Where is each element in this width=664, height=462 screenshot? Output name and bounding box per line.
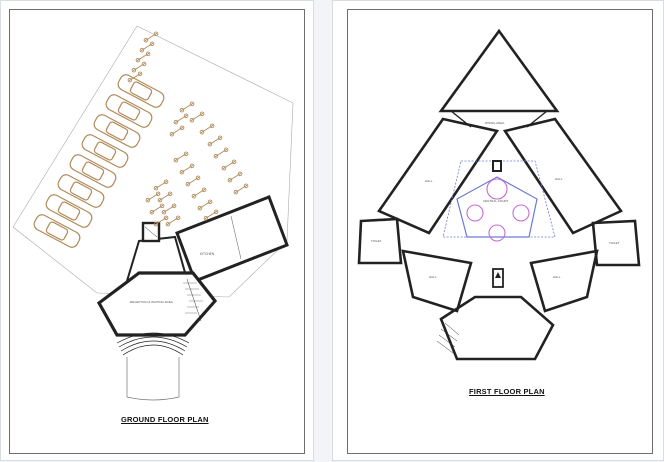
label-right-wing: HALL bbox=[555, 177, 563, 181]
bike-icon bbox=[233, 183, 249, 195]
car-icon bbox=[117, 74, 165, 108]
right-wing bbox=[502, 117, 623, 235]
bike-icon bbox=[149, 203, 165, 215]
lower-right-hall bbox=[529, 249, 599, 313]
label-right-toilet: TOILET bbox=[609, 241, 620, 245]
bike-icon bbox=[203, 209, 219, 221]
bike-icon bbox=[185, 175, 201, 187]
north-arrow-icon bbox=[492, 268, 504, 288]
bike-icon bbox=[161, 203, 177, 215]
bike-icon bbox=[143, 31, 159, 43]
entrance-steps bbox=[116, 332, 190, 356]
bike-icon bbox=[153, 215, 169, 227]
car-icon bbox=[81, 134, 129, 168]
car-icon bbox=[105, 94, 153, 128]
first-floor-title: FIRST FLOOR PLAN bbox=[469, 387, 545, 396]
ground-sheet-frame bbox=[9, 9, 305, 454]
bike-icon bbox=[169, 125, 185, 137]
left-wing bbox=[377, 117, 500, 235]
first-floor-plan-drawing bbox=[357, 28, 641, 361]
bottom-room bbox=[439, 295, 555, 361]
lower-left-hall bbox=[401, 249, 473, 313]
label-left-toilet: TOILET bbox=[371, 239, 382, 243]
bike-icon bbox=[135, 51, 151, 63]
bike-icon bbox=[191, 187, 207, 199]
bike-icon bbox=[199, 123, 215, 135]
bike-icon bbox=[197, 199, 213, 211]
label-kitchen: KITCHEN bbox=[200, 252, 214, 256]
label-center: CENTRAL COURT bbox=[483, 199, 509, 203]
car-icon bbox=[45, 194, 93, 228]
ground-floor-title: GROUND FLOOR PLAN bbox=[121, 415, 209, 424]
bike-icon bbox=[207, 135, 223, 147]
bike-icon bbox=[221, 159, 237, 171]
bike-icon bbox=[173, 151, 189, 163]
ground-floor-plan-drawing bbox=[12, 25, 294, 401]
bike-icon bbox=[145, 191, 161, 203]
car-icon bbox=[57, 174, 105, 208]
bike-icon bbox=[127, 71, 143, 83]
bike-icon bbox=[157, 191, 173, 203]
label-lower-left: HALL bbox=[429, 275, 437, 279]
label-top-hall: DINING AREA bbox=[485, 121, 505, 125]
bike-icon bbox=[131, 61, 147, 73]
bike-icon bbox=[165, 215, 181, 227]
bike-icon bbox=[189, 111, 205, 123]
first-floor-sheet: DINING AREA HALL HALL CENTRAL COURT HALL… bbox=[332, 0, 664, 461]
kitchen-block bbox=[175, 195, 289, 283]
bike-icon bbox=[227, 171, 243, 183]
label-left-wing: HALL bbox=[425, 179, 433, 183]
bike-icon bbox=[213, 147, 229, 159]
top-triangle-room bbox=[438, 28, 560, 113]
driveway bbox=[126, 357, 180, 401]
bike-icon bbox=[179, 101, 195, 113]
ground-floor-sheet: GROUND FLOOR PLAN bbox=[0, 0, 314, 461]
left-toilet-block bbox=[357, 217, 403, 265]
car-icon bbox=[69, 154, 117, 188]
bike-icon bbox=[139, 41, 155, 53]
car-parking-row bbox=[33, 74, 165, 248]
label-reception: RECEPTION & WAITING AREA bbox=[130, 300, 173, 304]
first-sheet-frame bbox=[347, 9, 653, 454]
reception-hall bbox=[96, 271, 218, 337]
car-icon bbox=[33, 214, 81, 248]
bike-icon bbox=[179, 163, 195, 175]
label-lower-right: HALL bbox=[553, 275, 561, 279]
central-court bbox=[442, 160, 556, 242]
first-floor-stair bbox=[436, 322, 460, 354]
bike-parking bbox=[127, 31, 249, 227]
bike-icon bbox=[173, 113, 189, 125]
car-icon bbox=[93, 114, 141, 148]
bike-icon bbox=[153, 179, 169, 191]
